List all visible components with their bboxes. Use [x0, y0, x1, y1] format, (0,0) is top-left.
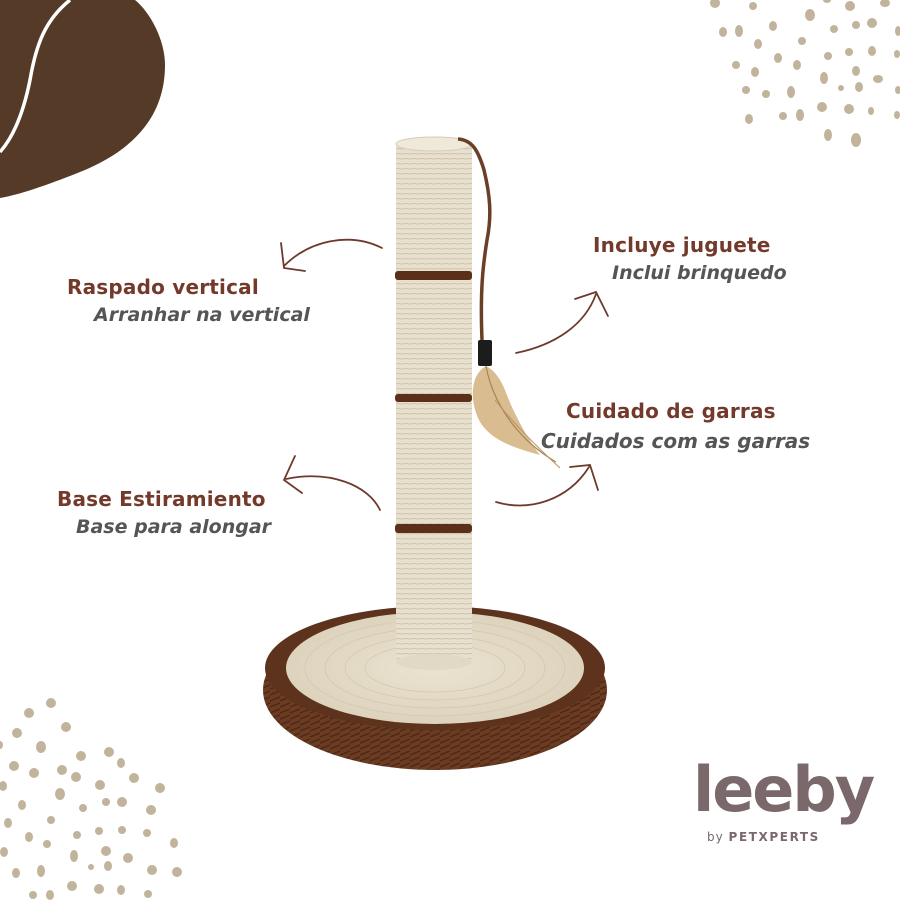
feature-title-base: Base Estiramiento — [57, 487, 266, 511]
feature-subtitle-juguete: Inclui brinquedo — [612, 262, 787, 284]
brand-name: leeby — [693, 753, 875, 826]
brand-tagline-prefix: by — [707, 830, 724, 844]
feature-title-juguete: Incluye juguete — [593, 233, 771, 257]
brand-tagline-brand: PETXPERTS — [728, 830, 820, 844]
feature-title-garras: Cuidado de garras — [566, 399, 776, 423]
brand-tagline: by PETXPERTS — [707, 830, 820, 844]
feature-subtitle-garras: Cuidados com as garras — [541, 429, 811, 453]
brand-logo: leeby by PETXPERTS — [693, 753, 875, 853]
feature-subtitle-base: Base para alongar — [76, 516, 272, 538]
feature-subtitle-raspado: Arranhar na vertical — [94, 304, 310, 326]
feature-title-raspado: Raspado vertical — [67, 275, 259, 299]
